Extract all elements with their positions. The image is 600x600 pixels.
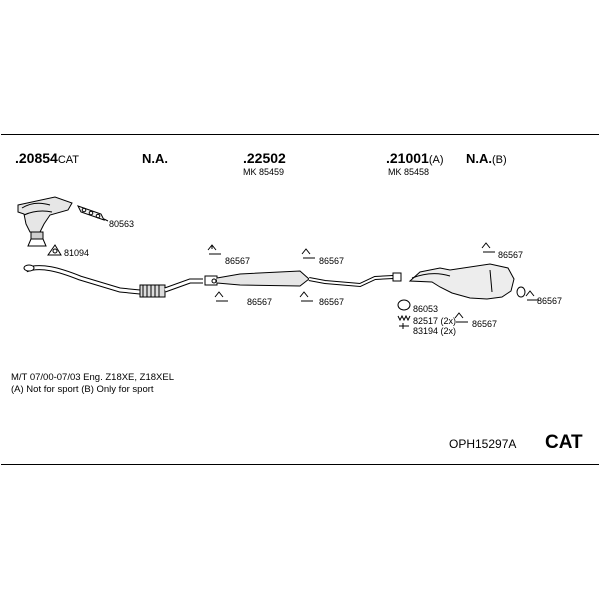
hanger-86567-e [481,242,495,253]
diagram-code: OPH15297A [449,437,517,451]
rear-silencer [408,263,526,300]
clamp-ring-86053 [397,299,411,311]
label-86567-b: 86567 [247,297,273,307]
hangers [207,242,539,323]
part-number-middle-silencer: .22502 [243,150,286,166]
label-82517: 82517 (2x) [413,316,457,326]
hanger-86567-d [299,291,313,302]
label-86567-d: 86567 [319,297,345,307]
label-86567-c: 86567 [319,256,345,266]
label-81094: 81094 [64,248,90,258]
diagram-frame [1,134,599,465]
mounting-kit-middle: MK 85459 [243,167,285,177]
pipe-connector [211,278,217,284]
catalytic-manifold [17,196,73,247]
system-type: CAT [545,432,583,453]
na-label-2: N.A.(B) [466,151,507,166]
na-label-1: N.A. [142,151,168,166]
label-80563: 80563 [109,219,135,229]
bolts [397,314,411,329]
part-number-rear-silencer: .21001(A) [386,150,444,166]
notes-line-2: (A) Not for sport (B) Only for sport [11,384,154,395]
gasket-80563 [77,205,109,222]
label-86567-f: 86567 [537,296,563,306]
label-86567-a: 86567 [225,256,251,266]
hanger-86567-g [454,312,468,323]
label-83194: 83194 (2x) [413,326,457,336]
flange-gasket-81094 [47,244,62,256]
part-number-catalyst: .20854CAT [15,150,80,166]
label-86567-e: 86567 [498,250,524,260]
hanger-86567-c [301,248,315,259]
front-pipe [23,264,203,298]
label-86053: 86053 [413,304,439,314]
label-86567-g: 86567 [472,319,498,329]
hanger-86567-f [525,290,539,301]
hanger-86567-a [207,244,221,255]
notes-line-1: M/T 07/00-07/03 Eng. Z18XE, Z18XEL [11,372,175,383]
mounting-kit-rear: MK 85458 [388,167,430,177]
hanger-86567-b [214,291,228,302]
middle-silencer [204,270,402,288]
